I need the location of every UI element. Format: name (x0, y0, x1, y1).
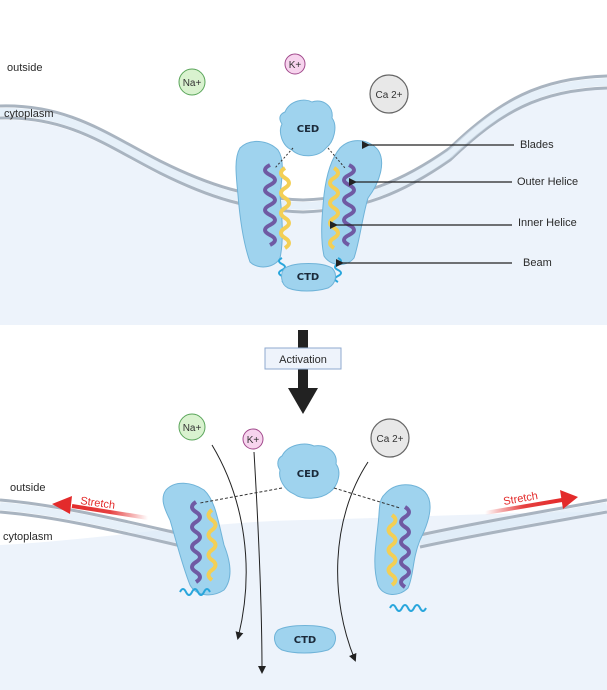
ion-ca: Ca 2+ (369, 74, 409, 114)
activation-arrow: Activation (264, 330, 342, 414)
ctd-domain-bottom: CTD (274, 625, 336, 654)
left-beam-bottom (179, 588, 211, 596)
linker-right-bottom (333, 487, 401, 509)
left-inner-helix-bottom (206, 508, 218, 582)
stretch-arrow-right: Stretch (484, 490, 578, 515)
annotation-beam: Beam (336, 257, 552, 269)
membrane-outer-bottom (0, 498, 191, 538)
svg-text:CTD: CTD (297, 272, 319, 283)
svg-text:Outer Helice: Outer Helice (517, 176, 578, 188)
ion-na: Na+ (178, 68, 206, 96)
activation-label: Activation (279, 354, 327, 366)
membrane-outer-bottom-right (419, 498, 607, 537)
linker-left (274, 147, 294, 169)
membrane-outer (0, 74, 607, 202)
stretch-arrow-left: Stretch (52, 495, 149, 520)
ced-domain-bottom: CED (277, 443, 340, 499)
left-inner-helix (279, 166, 291, 250)
right-inner-helix-bottom (386, 513, 398, 587)
ctd-domain: CTD (281, 263, 336, 292)
label-outside: outside (7, 62, 42, 74)
right-outer-helix-bottom (399, 505, 411, 589)
svg-text:CED: CED (297, 469, 319, 480)
svg-text:Ca 2+: Ca 2+ (376, 90, 403, 101)
membrane-inner-bottom (0, 510, 191, 550)
cytoplasm-region (0, 88, 607, 325)
left-outer-helix (263, 163, 277, 247)
ced-domain: CED (279, 99, 336, 157)
membrane-inner (0, 86, 607, 214)
ion-flow-path-k (253, 451, 266, 674)
ion-ca-bottom: Ca 2+ (370, 418, 410, 458)
linker-left-bottom (199, 487, 283, 504)
ion-k-bottom: K+ (242, 428, 264, 450)
svg-text:CED: CED (297, 124, 319, 135)
ion-na-bottom: Na+ (178, 413, 206, 441)
svg-text:Stretch: Stretch (502, 490, 538, 508)
svg-text:Beam: Beam (523, 257, 552, 269)
svg-text:Ca 2+: Ca 2+ (377, 434, 404, 445)
svg-text:Na+: Na+ (183, 423, 202, 434)
bottom-panel: outside cytoplasm Stretch Stretch Na+ K+… (0, 413, 607, 690)
svg-text:Inner Helice: Inner Helice (518, 217, 577, 229)
right-outer-helix (342, 163, 356, 247)
right-beam-bottom (389, 604, 427, 612)
svg-text:K+: K+ (289, 60, 302, 71)
top-panel: outside cytoplasm Na+ K+ Ca 2+ CED (0, 53, 607, 325)
svg-text:CTD: CTD (294, 635, 316, 646)
label-cytoplasm: cytoplasm (4, 108, 54, 120)
right-inner-helix (328, 166, 340, 250)
svg-text:K+: K+ (247, 435, 260, 446)
activation-label-box (264, 347, 342, 370)
ion-flow-path-na (211, 444, 247, 640)
annotation-inner-helice: Inner Helice (330, 217, 577, 229)
cytoplasm-region-bottom (0, 512, 607, 690)
ion-flow-path-ca (337, 461, 369, 662)
annotation-blades: Blades (362, 139, 554, 151)
annotation-outer-helice: Outer Helice (349, 176, 578, 188)
label-cytoplasm-bottom: cytoplasm (3, 531, 53, 543)
svg-text:Na+: Na+ (183, 78, 202, 89)
svg-text:Stretch: Stretch (80, 495, 116, 512)
svg-text:Blades: Blades (520, 139, 554, 151)
left-outer-helix-bottom (190, 500, 202, 584)
ion-k: K+ (284, 53, 306, 75)
membrane-inner-bottom-right (419, 510, 607, 549)
linker-right (327, 147, 346, 169)
label-outside-bottom: outside (10, 482, 45, 494)
